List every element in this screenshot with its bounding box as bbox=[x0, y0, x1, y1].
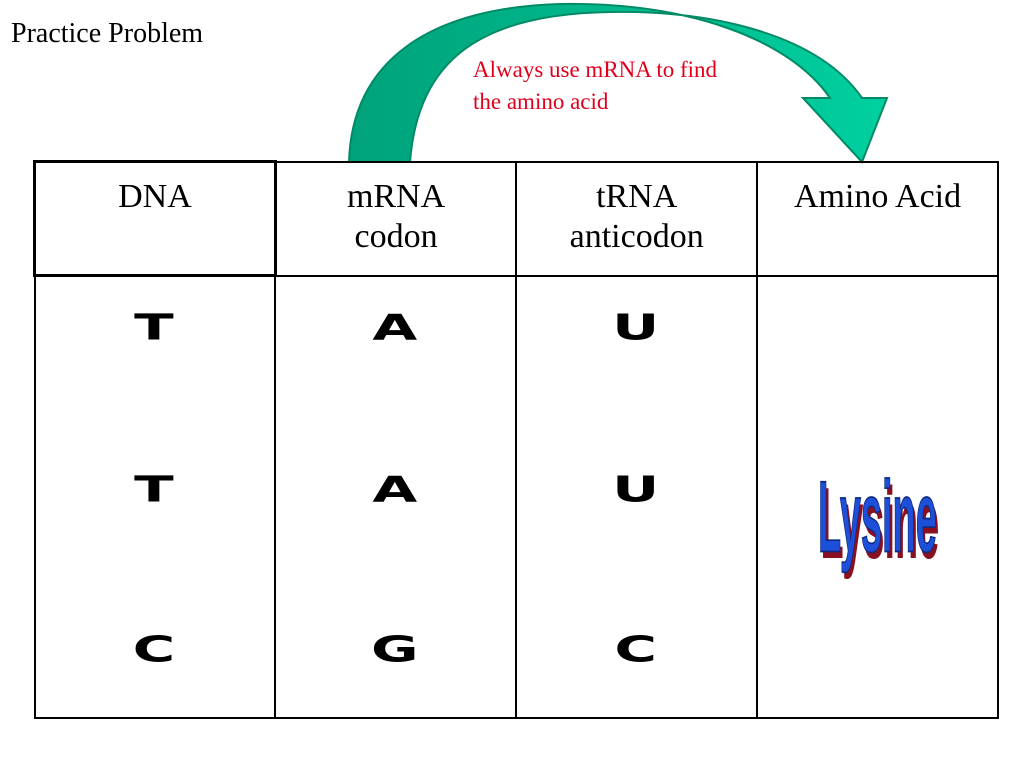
amino-acid-name: Lysine bbox=[818, 461, 937, 574]
trna-base-3: C bbox=[614, 627, 659, 670]
header-mrna-codon: mRNA codon bbox=[274, 160, 518, 277]
header-trna-anticodon: tRNA anticodon bbox=[515, 160, 759, 277]
dna-column: T T C bbox=[33, 274, 277, 719]
amino-acid-wordart: Lysine Lysine bbox=[818, 461, 940, 581]
mrna-instruction-note: Always use mRNA to find the amino acid bbox=[473, 57, 718, 114]
trna-column: U U C bbox=[515, 274, 759, 719]
mrna-column: A A G bbox=[274, 274, 518, 719]
codon-table: DNA mRNA codon tRNA anticodon Amino Acid… bbox=[33, 160, 999, 719]
dna-base-2: T bbox=[134, 467, 176, 511]
mrna-base-2: A bbox=[372, 467, 420, 510]
trna-base-2: U bbox=[612, 467, 662, 510]
dna-base-1: T bbox=[134, 305, 176, 349]
mrna-base-3: G bbox=[371, 627, 421, 670]
amino-acid-shadow: Lysine bbox=[821, 468, 940, 581]
header-dna: DNA bbox=[33, 160, 277, 277]
dna-base-3: C bbox=[132, 627, 178, 671]
trna-base-1: U bbox=[612, 305, 662, 348]
page-title: Practice Problem bbox=[11, 18, 204, 49]
mrna-base-1: A bbox=[372, 305, 420, 348]
amino-acid-column: Lysine Lysine bbox=[756, 274, 999, 719]
header-amino-acid: Amino Acid bbox=[756, 160, 999, 277]
